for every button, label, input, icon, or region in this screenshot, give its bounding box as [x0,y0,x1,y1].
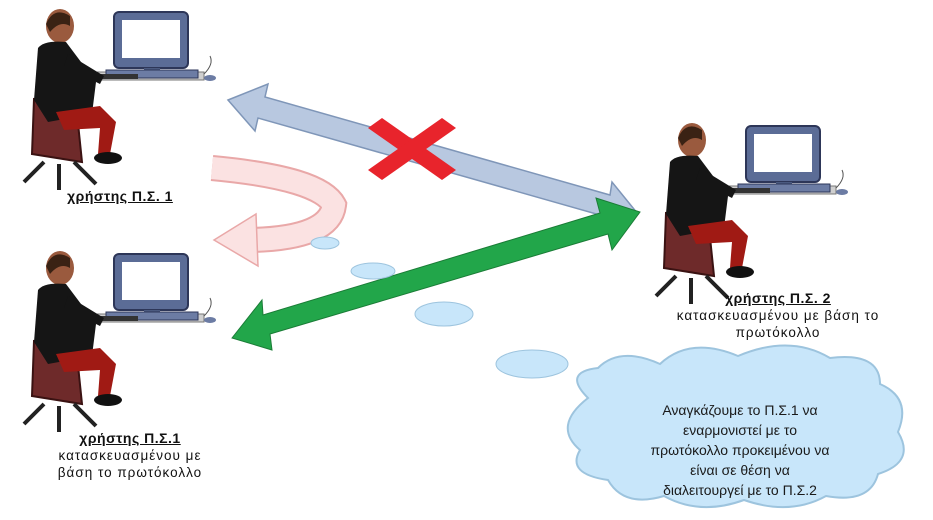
user-ps1-top [22,7,218,192]
cloud-line: είναι σε θέση να [690,462,790,478]
user-label-ps2: χρήστης Π.Σ. 2 κατασκευασμένου με βάση τ… [628,290,928,341]
computer-user-icon [654,121,850,306]
blocked-cross-icon [368,118,456,180]
user-name: χρήστης Π.Σ.1 [79,430,181,446]
cloud-line: πρωτόκολλο προκειμένου να [650,442,830,458]
user-ps2 [654,121,850,306]
cloud-line: Αναγκάζουμε το Π.Σ.1 να [662,402,818,418]
thought-cloud-icon [566,344,905,509]
cloud-line: εναρμονιστεί με το [683,422,797,438]
user-name: χρήστης Π.Σ. 1 [67,188,173,204]
user-sub-line: κατασκευασμένου με [58,448,202,463]
user-ps1-bottom [22,249,218,434]
user-sub-line: βάση το πρωτόκολλο [57,465,203,480]
working-double-arrow [231,197,641,351]
curved-arrow-icon [210,155,348,268]
computer-user-icon [22,7,218,192]
thought-bubbles [310,236,569,379]
user-name: χρήστης Π.Σ. 2 [725,290,831,306]
user-sub-line: κατασκευασμένου με βάση το [676,308,880,323]
cloud-line: διαλειτουργεί με το Π.Σ.2 [663,482,817,498]
computer-user-icon [22,249,218,434]
user-label-ps1-bottom: χρήστης Π.Σ.1 κατασκευασμένου με βάση το… [10,430,250,481]
user-label-ps1-top: χρήστης Π.Σ. 1 [20,188,220,205]
user-sub-line: πρωτόκολλο [735,325,821,340]
cloud-message: Αναγκάζουμε το Π.Σ.1 να εναρμονιστεί με … [590,400,890,500]
